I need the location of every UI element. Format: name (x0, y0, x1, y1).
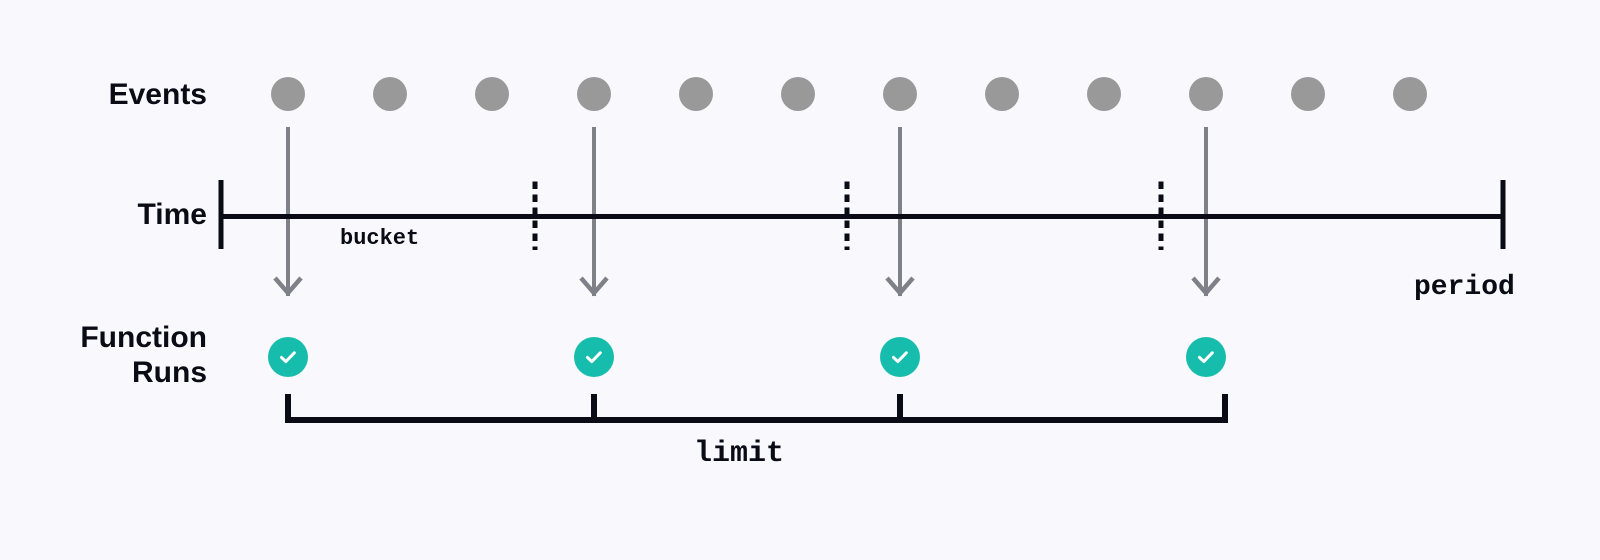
trigger-arrow-line (286, 127, 290, 296)
annotation-period: period (1414, 272, 1515, 303)
event-dot (1189, 77, 1223, 111)
event-dot (271, 77, 305, 111)
annotation-limit: limit (694, 437, 785, 471)
row-label-function-runs: Function Runs (80, 321, 207, 390)
trigger-arrow-head-icon (578, 274, 610, 303)
function-run-circle (268, 337, 308, 377)
limit-bracket-end-tick (1222, 394, 1228, 423)
event-dot (475, 77, 509, 111)
check-icon (1194, 345, 1218, 369)
event-dot (985, 77, 1019, 111)
event-dot (679, 77, 713, 111)
time-axis-start-cap (218, 180, 224, 249)
limit-bracket-bar (285, 417, 1228, 423)
bucket-divider-tick (844, 178, 850, 250)
trigger-arrow-line (592, 127, 596, 296)
function-run-circle (1186, 337, 1226, 377)
function-run-circle (880, 337, 920, 377)
bucket-divider-tick (1158, 178, 1164, 250)
trigger-arrow-head-icon (1190, 274, 1222, 303)
limit-bracket-inner-tick (591, 394, 597, 423)
event-dot (577, 77, 611, 111)
event-dot (1087, 77, 1121, 111)
event-dot (883, 77, 917, 111)
trigger-arrow-head-icon (884, 274, 916, 303)
time-axis-line (221, 214, 1503, 219)
function-run-circle (574, 337, 614, 377)
check-icon (276, 345, 300, 369)
check-icon (888, 345, 912, 369)
event-dot (373, 77, 407, 111)
annotation-bucket: bucket (340, 226, 420, 251)
bucket-divider-tick (532, 178, 538, 250)
trigger-arrow-line (898, 127, 902, 296)
event-dot (1291, 77, 1325, 111)
time-axis-end-cap (1500, 180, 1506, 249)
check-icon (582, 345, 606, 369)
trigger-arrow-head-icon (272, 274, 304, 303)
event-dot (1393, 77, 1427, 111)
event-dot (781, 77, 815, 111)
limit-bracket-inner-tick (897, 394, 903, 423)
row-label-time: Time (137, 198, 207, 231)
limit-bracket-end-tick (285, 394, 291, 423)
row-label-events: Events (108, 78, 207, 111)
trigger-arrow-line (1204, 127, 1208, 296)
